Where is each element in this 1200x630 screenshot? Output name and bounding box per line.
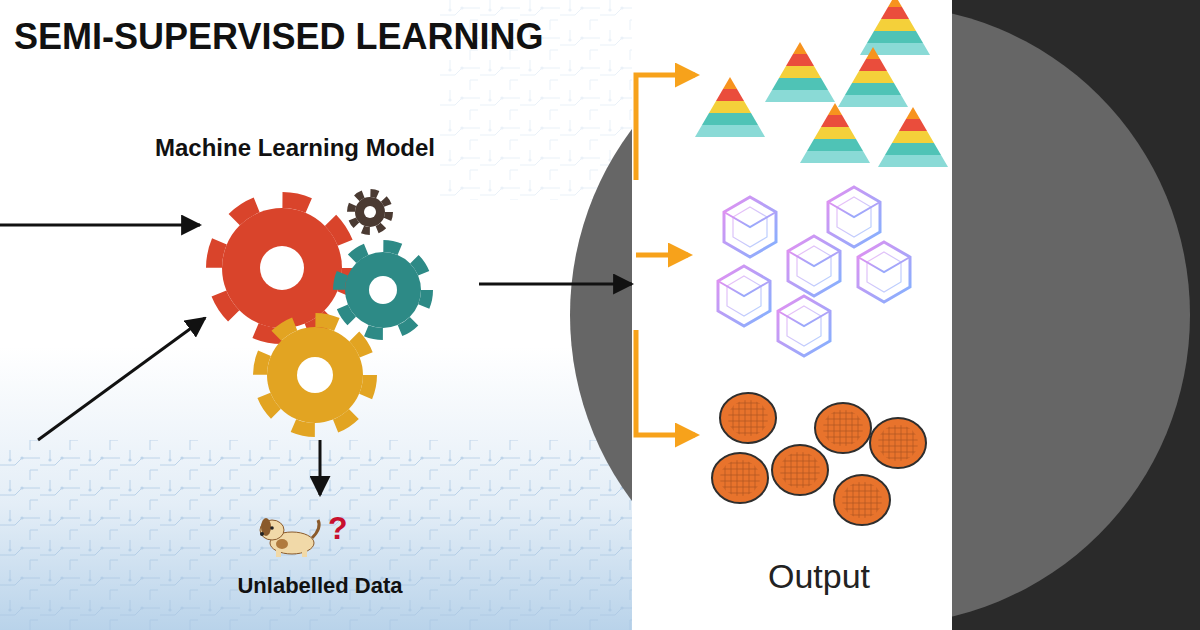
output-panel: Output (632, 0, 952, 630)
title: SEMI-SUPERVISED LEARNING (14, 16, 543, 58)
data-caption: Unlabelled Data (186, 573, 454, 599)
question-mark: ? (328, 509, 348, 547)
model-gears: Machine Learning Model (111, 128, 479, 440)
unlabelled-data: ? Unlabelled Data (186, 495, 454, 605)
pyramids (695, 0, 948, 167)
flow-arrow (319, 440, 322, 495)
flow-arrow (479, 283, 632, 286)
coins (712, 393, 926, 525)
cubes (718, 187, 910, 356)
output-label: Output (768, 556, 870, 597)
model-heading: Machine Learning Model (111, 134, 479, 163)
dog-icon (260, 518, 319, 557)
gears (214, 193, 427, 430)
